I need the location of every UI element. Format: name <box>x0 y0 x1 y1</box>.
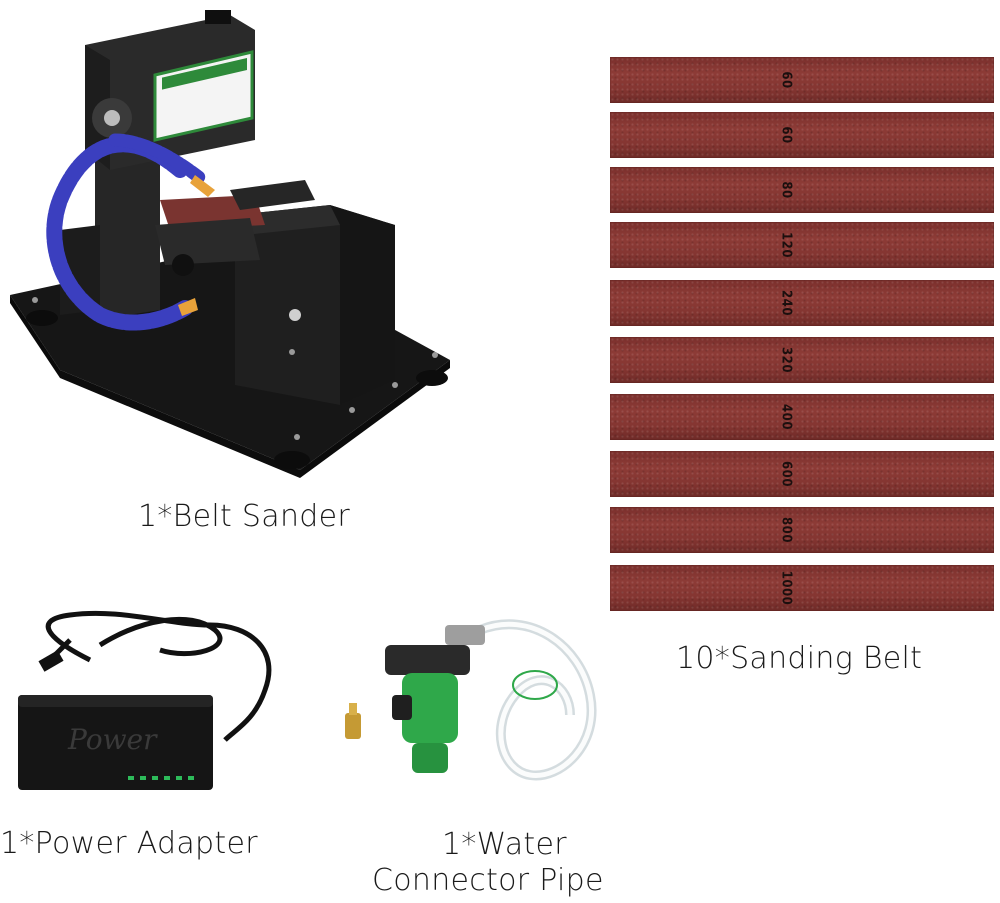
power-adapter-image <box>18 610 272 790</box>
caption-water-pipe-line2: Connector Pipe <box>372 863 604 898</box>
belt-grit-label: 800 <box>778 517 794 543</box>
belt-grit-label: 400 <box>778 404 794 430</box>
sanding-belt-strip: 80 <box>610 167 994 213</box>
belt-grit-label: 60 <box>778 71 794 89</box>
sanding-belt-strip: 400 <box>610 394 994 440</box>
water-connector-image <box>345 619 597 781</box>
sanding-belt-strip: 600 <box>610 451 994 497</box>
sanding-belt-strip: 60 <box>610 57 994 103</box>
sanding-belt-strip: 800 <box>610 507 994 553</box>
caption-power-adapter: 1*Power Adapter <box>0 826 258 861</box>
belt-sander-image <box>10 10 450 478</box>
sanding-belt-strip: 60 <box>610 112 994 158</box>
belt-grit-label: 80 <box>778 181 794 199</box>
power-adapter-label: Power <box>68 723 157 756</box>
belt-grit-label: 600 <box>778 461 794 487</box>
caption-sanding-belt: 10*Sanding Belt <box>676 641 923 676</box>
belt-grit-label: 240 <box>778 290 794 316</box>
sanding-belt-strip: 320 <box>610 337 994 383</box>
sanding-belt-strip: 120 <box>610 222 994 268</box>
caption-belt-sander: 1*Belt Sander <box>138 499 350 534</box>
belt-grit-label: 1000 <box>778 570 794 606</box>
sanding-belt-strip: 240 <box>610 280 994 326</box>
belt-grit-label: 320 <box>778 347 794 373</box>
sanding-belt-strip: 1000 <box>610 565 994 611</box>
belt-grit-label: 120 <box>778 232 794 258</box>
belt-grit-label: 60 <box>778 126 794 144</box>
caption-water-pipe-line1: 1*Water <box>442 827 567 862</box>
